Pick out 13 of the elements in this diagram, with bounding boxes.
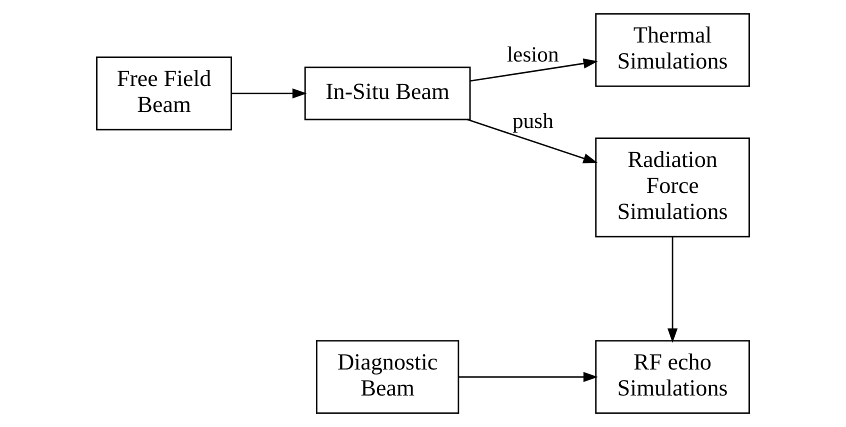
arrow [466, 118, 598, 164]
edge-label: push [512, 109, 554, 134]
node-box: RF echo Simulations [595, 340, 750, 414]
arrow [232, 88, 307, 98]
node-box: Free Field Beam [96, 56, 232, 130]
node-box: Radiation Force Simulations [595, 138, 750, 238]
arrow [458, 372, 598, 382]
arrow [667, 237, 678, 343]
edge-label: lesion [507, 42, 559, 67]
node-box: Thermal Simulations [595, 13, 750, 87]
node-box: Diagnostic Beam [316, 340, 460, 414]
arrow [470, 58, 598, 82]
node-box: In-Situ Beam [304, 66, 471, 120]
